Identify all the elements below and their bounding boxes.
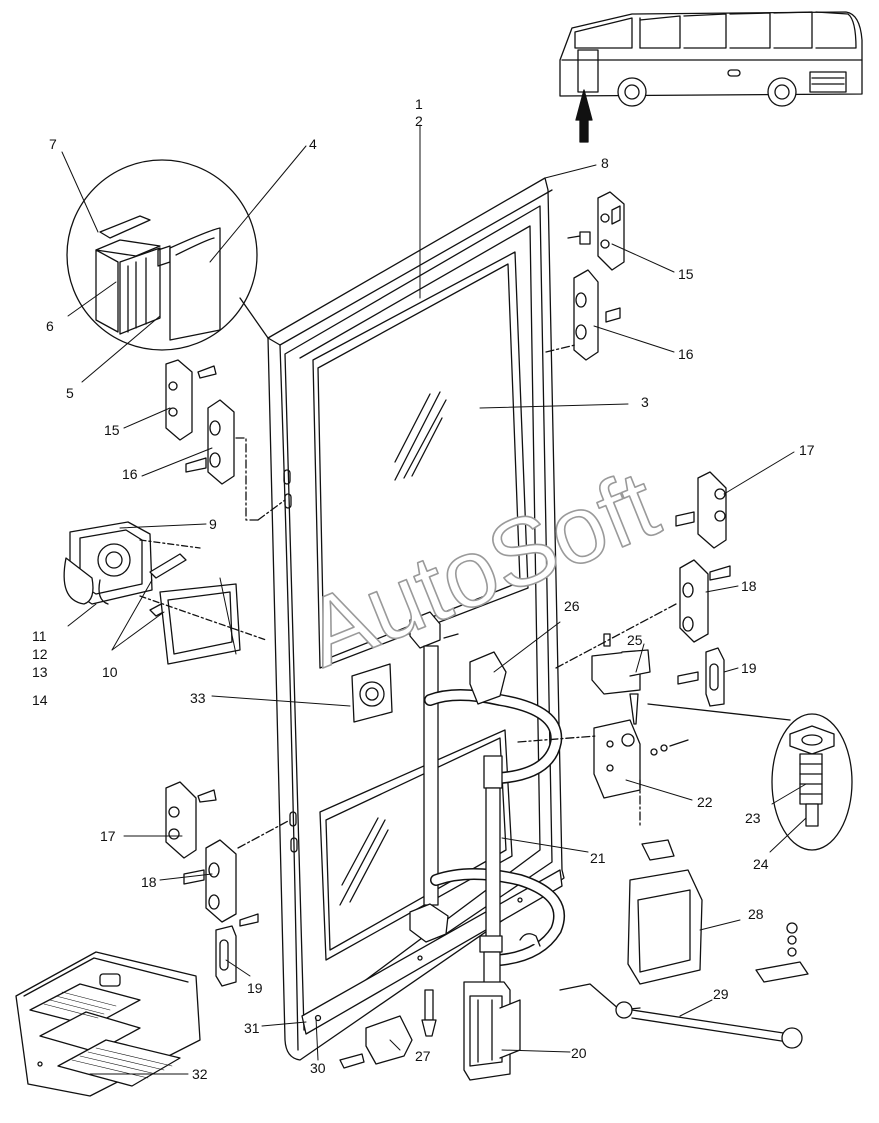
label-19-left: 19 bbox=[247, 980, 263, 996]
label-16-right: 16 bbox=[678, 346, 694, 362]
label-14: 14 bbox=[32, 692, 48, 708]
label-20: 20 bbox=[571, 1045, 587, 1061]
seal-detail-magnifier bbox=[66, 159, 269, 351]
label-24: 24 bbox=[753, 856, 769, 872]
label-5: 5 bbox=[66, 385, 74, 401]
door-pivot-column bbox=[409, 611, 566, 1037]
hinge-plates-upper-left bbox=[165, 359, 286, 521]
label-30: 30 bbox=[310, 1060, 326, 1076]
label-8: 8 bbox=[601, 155, 609, 171]
hinge-plates-lower-right bbox=[555, 471, 731, 707]
label-10: 10 bbox=[102, 664, 118, 680]
label-19-right: 19 bbox=[741, 660, 757, 676]
label-25: 25 bbox=[627, 632, 643, 648]
handle-assembly bbox=[63, 521, 267, 665]
label-1: 1 bbox=[415, 96, 423, 112]
cover-28 bbox=[627, 839, 703, 985]
label-6: 6 bbox=[46, 318, 54, 334]
label-7: 7 bbox=[49, 136, 57, 152]
label-17-left: 17 bbox=[100, 828, 116, 844]
label-29: 29 bbox=[713, 986, 729, 1002]
label-13: 13 bbox=[32, 664, 48, 680]
label-11: 11 bbox=[32, 628, 47, 644]
label-21: 21 bbox=[590, 850, 606, 866]
label-26: 26 bbox=[564, 598, 580, 614]
label-31: 31 bbox=[244, 1020, 260, 1036]
label-15-right: 15 bbox=[678, 266, 694, 282]
label-22: 22 bbox=[697, 794, 713, 810]
door-cylinder-21 bbox=[463, 755, 541, 1081]
label-18-left: 18 bbox=[141, 874, 157, 890]
label-17-right: 17 bbox=[799, 442, 815, 458]
block-27 bbox=[339, 1015, 413, 1069]
label-33: 33 bbox=[190, 690, 206, 706]
hinge-plates-upper-right bbox=[545, 191, 625, 361]
mounting-brackets-22-25 bbox=[517, 633, 689, 827]
label-32: 32 bbox=[192, 1066, 208, 1082]
label-16-left: 16 bbox=[122, 466, 138, 482]
label-12: 12 bbox=[32, 646, 48, 662]
inner-handle-33 bbox=[351, 663, 393, 723]
label-18-right: 18 bbox=[741, 578, 757, 594]
label-28: 28 bbox=[748, 906, 764, 922]
hinge-plates-lower-left bbox=[165, 781, 291, 987]
step-box-32 bbox=[15, 951, 201, 1097]
label-4: 4 bbox=[309, 136, 317, 152]
label-3: 3 bbox=[641, 394, 649, 410]
label-15-left: 15 bbox=[104, 422, 120, 438]
label-23: 23 bbox=[745, 810, 761, 826]
bolt-detail-magnifier bbox=[647, 703, 853, 851]
stop-block-26 bbox=[469, 651, 507, 705]
label-9: 9 bbox=[209, 516, 217, 532]
linkage-rod-29 bbox=[559, 922, 809, 1049]
bus-illustration bbox=[559, 11, 863, 143]
label-27: 27 bbox=[415, 1048, 431, 1064]
leader-lines bbox=[61, 124, 807, 1075]
label-2: 2 bbox=[415, 113, 423, 129]
